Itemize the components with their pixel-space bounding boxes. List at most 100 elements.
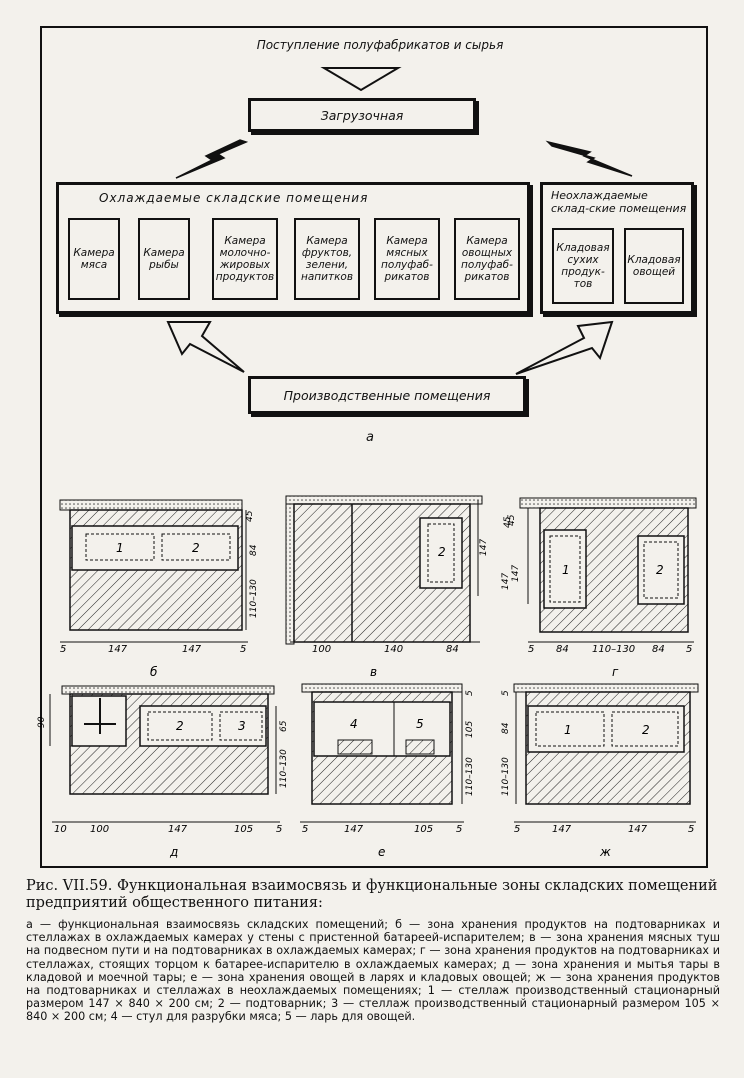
room-veg-semi-label: Камера овощных полуфаб-рикатов xyxy=(461,235,513,283)
plan-zh-dim-bottom-2: 147 xyxy=(628,824,648,835)
plan-g-dim-bottom-4: 5 xyxy=(686,644,692,655)
plan-zh-dim-left-2: 110–130 xyxy=(501,757,511,796)
plan-b-dim-bottom-1: 147 xyxy=(108,644,128,655)
plan-b-dim-right-0: 45 xyxy=(245,510,255,522)
plan-d-label: д xyxy=(169,845,178,859)
plan-e-dim-right-2: 110–130 xyxy=(465,757,475,796)
plan-g-dim-bottom-2: 110–130 xyxy=(592,644,635,655)
production-label: Производственные помещения xyxy=(283,387,491,403)
floor-plans: 1 2 45 84 110–130 5 147 147 5 б 2 45 147… xyxy=(37,495,699,859)
plan-v-dim-bottom-2: 84 xyxy=(446,644,459,655)
plan-d-item-2: 2 xyxy=(176,719,184,733)
plan-b-item-1: 1 xyxy=(116,541,124,555)
plan-d-dim-left-0: 90 xyxy=(37,716,47,728)
plan-b-dim-right-1: 84 xyxy=(249,544,259,556)
plan-v: 2 45 147 147 100 140 84 в xyxy=(285,495,513,679)
room-vegetables-label: Кладовая овощей xyxy=(627,254,681,278)
plan-zh-dim-bottom-3: 5 xyxy=(688,824,694,835)
room-veg-semi: Камера овощных полуфаб-рикатов xyxy=(454,218,520,300)
plan-g-dim-left-0: 45 xyxy=(507,514,517,526)
plan-e-dim-bottom-1: 147 xyxy=(344,824,364,835)
plan-g-dim-bottom-0: 5 xyxy=(528,644,534,655)
room-dairy-label: Камера молочно-жировых продуктов xyxy=(215,235,275,283)
plan-g-dim-bottom-3: 84 xyxy=(652,644,665,655)
uncooled-storage-group: Неохлаждаемые склад-ские помещения xyxy=(540,182,694,314)
cooled-storage-group: Охлаждаемые складские помещения xyxy=(56,182,530,314)
plan-zh-dim-bottom-1: 147 xyxy=(552,824,572,835)
incoming-label: Поступление полуфабрикатов и сырья xyxy=(256,38,504,52)
plan-v-dim-bottom-0: 100 xyxy=(312,644,331,655)
plan-v-dim-right-1: 147 xyxy=(479,539,489,556)
cooled-storage-title: Охлаждаемые складские помещения xyxy=(99,191,369,205)
plan-v-label: в xyxy=(370,665,377,679)
figure-frame xyxy=(40,26,708,868)
plan-d-dim-bottom-1: 100 xyxy=(90,824,109,835)
room-dairy: Камера молочно-жировых продуктов xyxy=(212,218,278,300)
room-vegetables: Кладовая овощей xyxy=(624,228,684,304)
plan-b-dim-bottom-2: 147 xyxy=(182,644,202,655)
plan-b-dim-bottom-3: 5 xyxy=(240,644,246,655)
plan-b-item-2: 2 xyxy=(192,541,200,555)
plan-zh-dim-bottom-0: 5 xyxy=(514,824,520,835)
plan-zh-label: ж xyxy=(599,845,611,859)
plan-d-dim-bottom-2: 147 xyxy=(168,824,188,835)
diagram-a-label: а xyxy=(366,430,374,445)
plan-b-dim-bottom-0: 5 xyxy=(60,644,66,655)
uncooled-storage-title: Неохлаждаемые склад-ские помещения xyxy=(551,189,687,215)
incoming-arrow xyxy=(320,67,402,92)
plan-d-item-3: 3 xyxy=(238,719,246,733)
plan-b-label: б xyxy=(150,665,158,679)
plan-d-dim-bottom-3: 105 xyxy=(234,824,253,835)
loading-box: Загрузочная xyxy=(248,98,476,132)
plan-zh-dim-left-0: 5 xyxy=(501,690,511,696)
plan-e-dim-bottom-0: 5 xyxy=(302,824,308,835)
room-meat-label: Камера мяса xyxy=(73,247,115,271)
plan-e-dim-bottom-2: 105 xyxy=(414,824,433,835)
arrow-to-cooled xyxy=(175,139,249,179)
plan-e-item-4: 4 xyxy=(350,717,358,731)
plan-zh-item-1: 1 xyxy=(564,723,572,737)
plan-e-label: е xyxy=(378,845,385,859)
plan-d: 2 3 90 65 110–130 10 100 147 105 5 д xyxy=(37,685,289,859)
plan-d-dim-right-0: 65 xyxy=(279,720,289,732)
plan-b-dim-right-2: 110–130 xyxy=(249,579,259,618)
plan-d-dim-bottom-0: 10 xyxy=(54,824,67,835)
room-fish: Камера рыбы xyxy=(138,218,190,300)
flow-arrows xyxy=(166,67,633,375)
figure-legend: а — функциональная взаимосвязь складских… xyxy=(26,918,720,1024)
figure-caption: Рис. VII.59. Функциональная взаимосвязь … xyxy=(26,878,718,911)
room-dry-goods: Кладовая сухих продук-тов xyxy=(552,228,614,304)
plan-g-item-1: 1 xyxy=(562,563,570,577)
arrow-cooled-to-production xyxy=(166,321,245,373)
plan-zh: 1 2 5 84 110–130 5 147 147 5 ж xyxy=(501,683,699,859)
room-meat: Камера мяса xyxy=(68,218,120,300)
plan-e-dim-bottom-3: 5 xyxy=(456,824,462,835)
room-fish-label: Камера рыбы xyxy=(143,247,185,271)
plan-g-label: г xyxy=(612,665,619,679)
plan-g-dim-bottom-1: 84 xyxy=(556,644,569,655)
plan-g: 1 2 45 147 5 84 110–130 84 5 г xyxy=(507,497,697,679)
plan-v-dim-right-0: 45 xyxy=(503,516,513,528)
plan-b: 1 2 45 84 110–130 5 147 147 5 б xyxy=(59,499,259,679)
plan-v-dim-bottom-1: 140 xyxy=(384,644,403,655)
room-fruit-label: Камера фруктов, зелени, напитков xyxy=(300,235,354,283)
plan-e-dim-right-0: 5 xyxy=(465,690,475,696)
room-meat-semi-label: Камера мясных полуфаб-рикатов xyxy=(381,235,433,283)
plan-d-dim-bottom-4: 5 xyxy=(276,824,282,835)
plan-v-item-2: 2 xyxy=(438,545,446,559)
room-fruit: Камера фруктов, зелени, напитков xyxy=(294,218,360,300)
plan-g-item-2: 2 xyxy=(656,563,664,577)
plan-e: 4 5 5 105 110–130 5 147 105 5 е xyxy=(300,683,475,859)
plan-e-item-5: 5 xyxy=(416,717,424,731)
plan-d-dim-right-1: 110–130 xyxy=(279,749,289,788)
arrow-uncooled-to-production xyxy=(515,320,614,375)
arrow-to-uncooled xyxy=(545,140,633,177)
room-meat-semi: Камера мясных полуфаб-рикатов xyxy=(374,218,440,300)
plan-g-dim-left-1: 147 xyxy=(511,565,521,582)
plan-zh-item-2: 2 xyxy=(642,723,650,737)
plan-zh-dim-left-1: 84 xyxy=(501,722,511,734)
room-dry-goods-label: Кладовая сухих продук-тов xyxy=(556,242,610,290)
plan-e-dim-right-1: 105 xyxy=(465,721,475,738)
production-box: Производственные помещения xyxy=(248,376,526,414)
plan-v-dim-right-2: 147 xyxy=(501,573,511,590)
